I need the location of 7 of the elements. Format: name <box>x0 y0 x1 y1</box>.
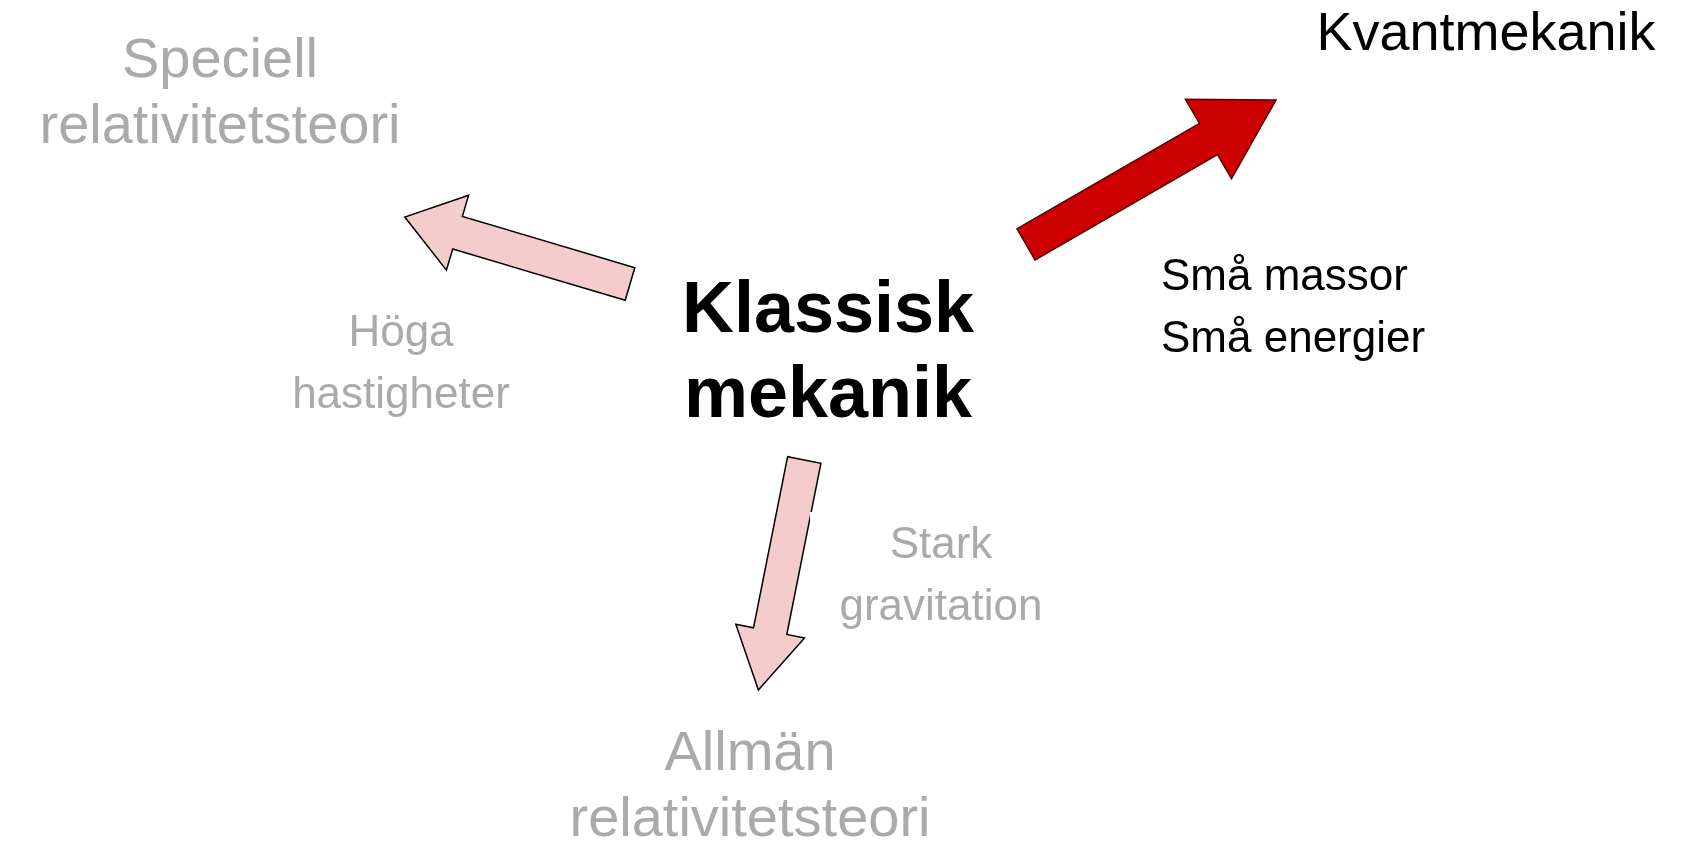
block-arrow <box>403 194 636 302</box>
block-arrow <box>734 455 822 692</box>
topic-label: Allmän relativitetsteori <box>568 717 932 850</box>
topic-label: Speciell relativitetsteori <box>38 25 402 158</box>
block-arrow <box>1015 98 1278 262</box>
main-topic: Klassisk mekanik <box>680 266 976 434</box>
topic-label: Kvantmekanik <box>1316 0 1656 63</box>
